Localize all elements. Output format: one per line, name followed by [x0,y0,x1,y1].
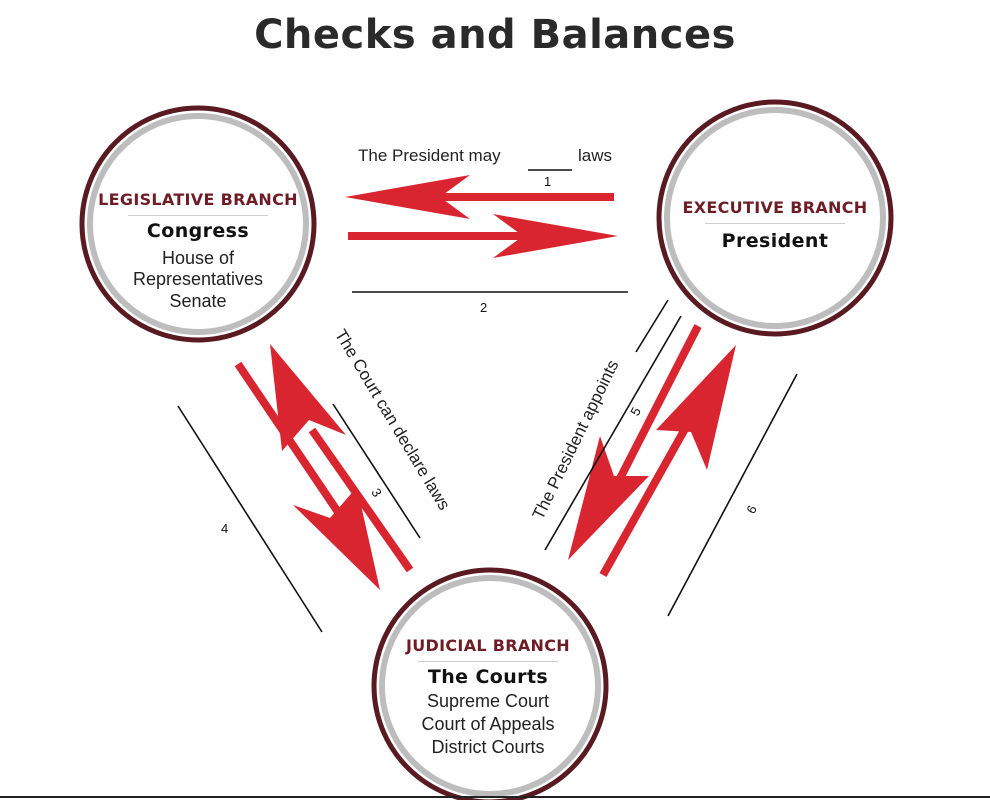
judicial-head: The Courts [427,666,549,688]
judicial-circle [371,567,609,800]
executive-circle [656,99,894,337]
blank-6-line [667,373,798,617]
laws-label: laws [578,146,613,165]
judicial-member-1: Supreme Court [426,691,550,711]
legislative-member-1: House of [161,248,235,268]
blank-number-1: 1 [544,174,552,189]
arrow-executive-to-legislative [345,175,614,219]
executive-separator [705,223,845,224]
president-may-label: The President may [358,146,501,165]
arrow-executive-to-judicial [568,324,702,560]
executive-branch-label: EXECUTIVE BRANCH [682,198,868,217]
arrow-legislative-to-executive [348,214,618,258]
judicial-branch-label: JUDICIAL BRANCH [406,636,570,655]
executive-head: President [721,230,829,252]
legislative-separator [128,215,268,216]
arrow-judicial-to-legislative [270,344,414,573]
blank-4-line [177,405,323,633]
legislative-head: Congress [146,220,250,242]
legislative-member-3: Senate [169,291,227,311]
blank-number-4: 4 [221,521,229,536]
legislative-member-2: Representatives [132,269,264,289]
answer-blank-lines [177,169,798,633]
diagram-title: Checks and Balances [254,12,736,58]
blank-5-short-line [635,299,669,353]
blank-3-line [332,403,421,539]
judicial-member-3: District Courts [431,737,545,757]
legislative-branch-label: LEGISLATIVE BRANCH [98,190,298,209]
judicial-separator [418,661,558,662]
legislative-circle [79,105,317,343]
blank-number-2: 2 [480,300,488,315]
judicial-member-2: Court of Appeals [421,714,555,734]
blank-5-line [544,315,682,551]
arrow-judicial-to-executive [599,345,736,577]
